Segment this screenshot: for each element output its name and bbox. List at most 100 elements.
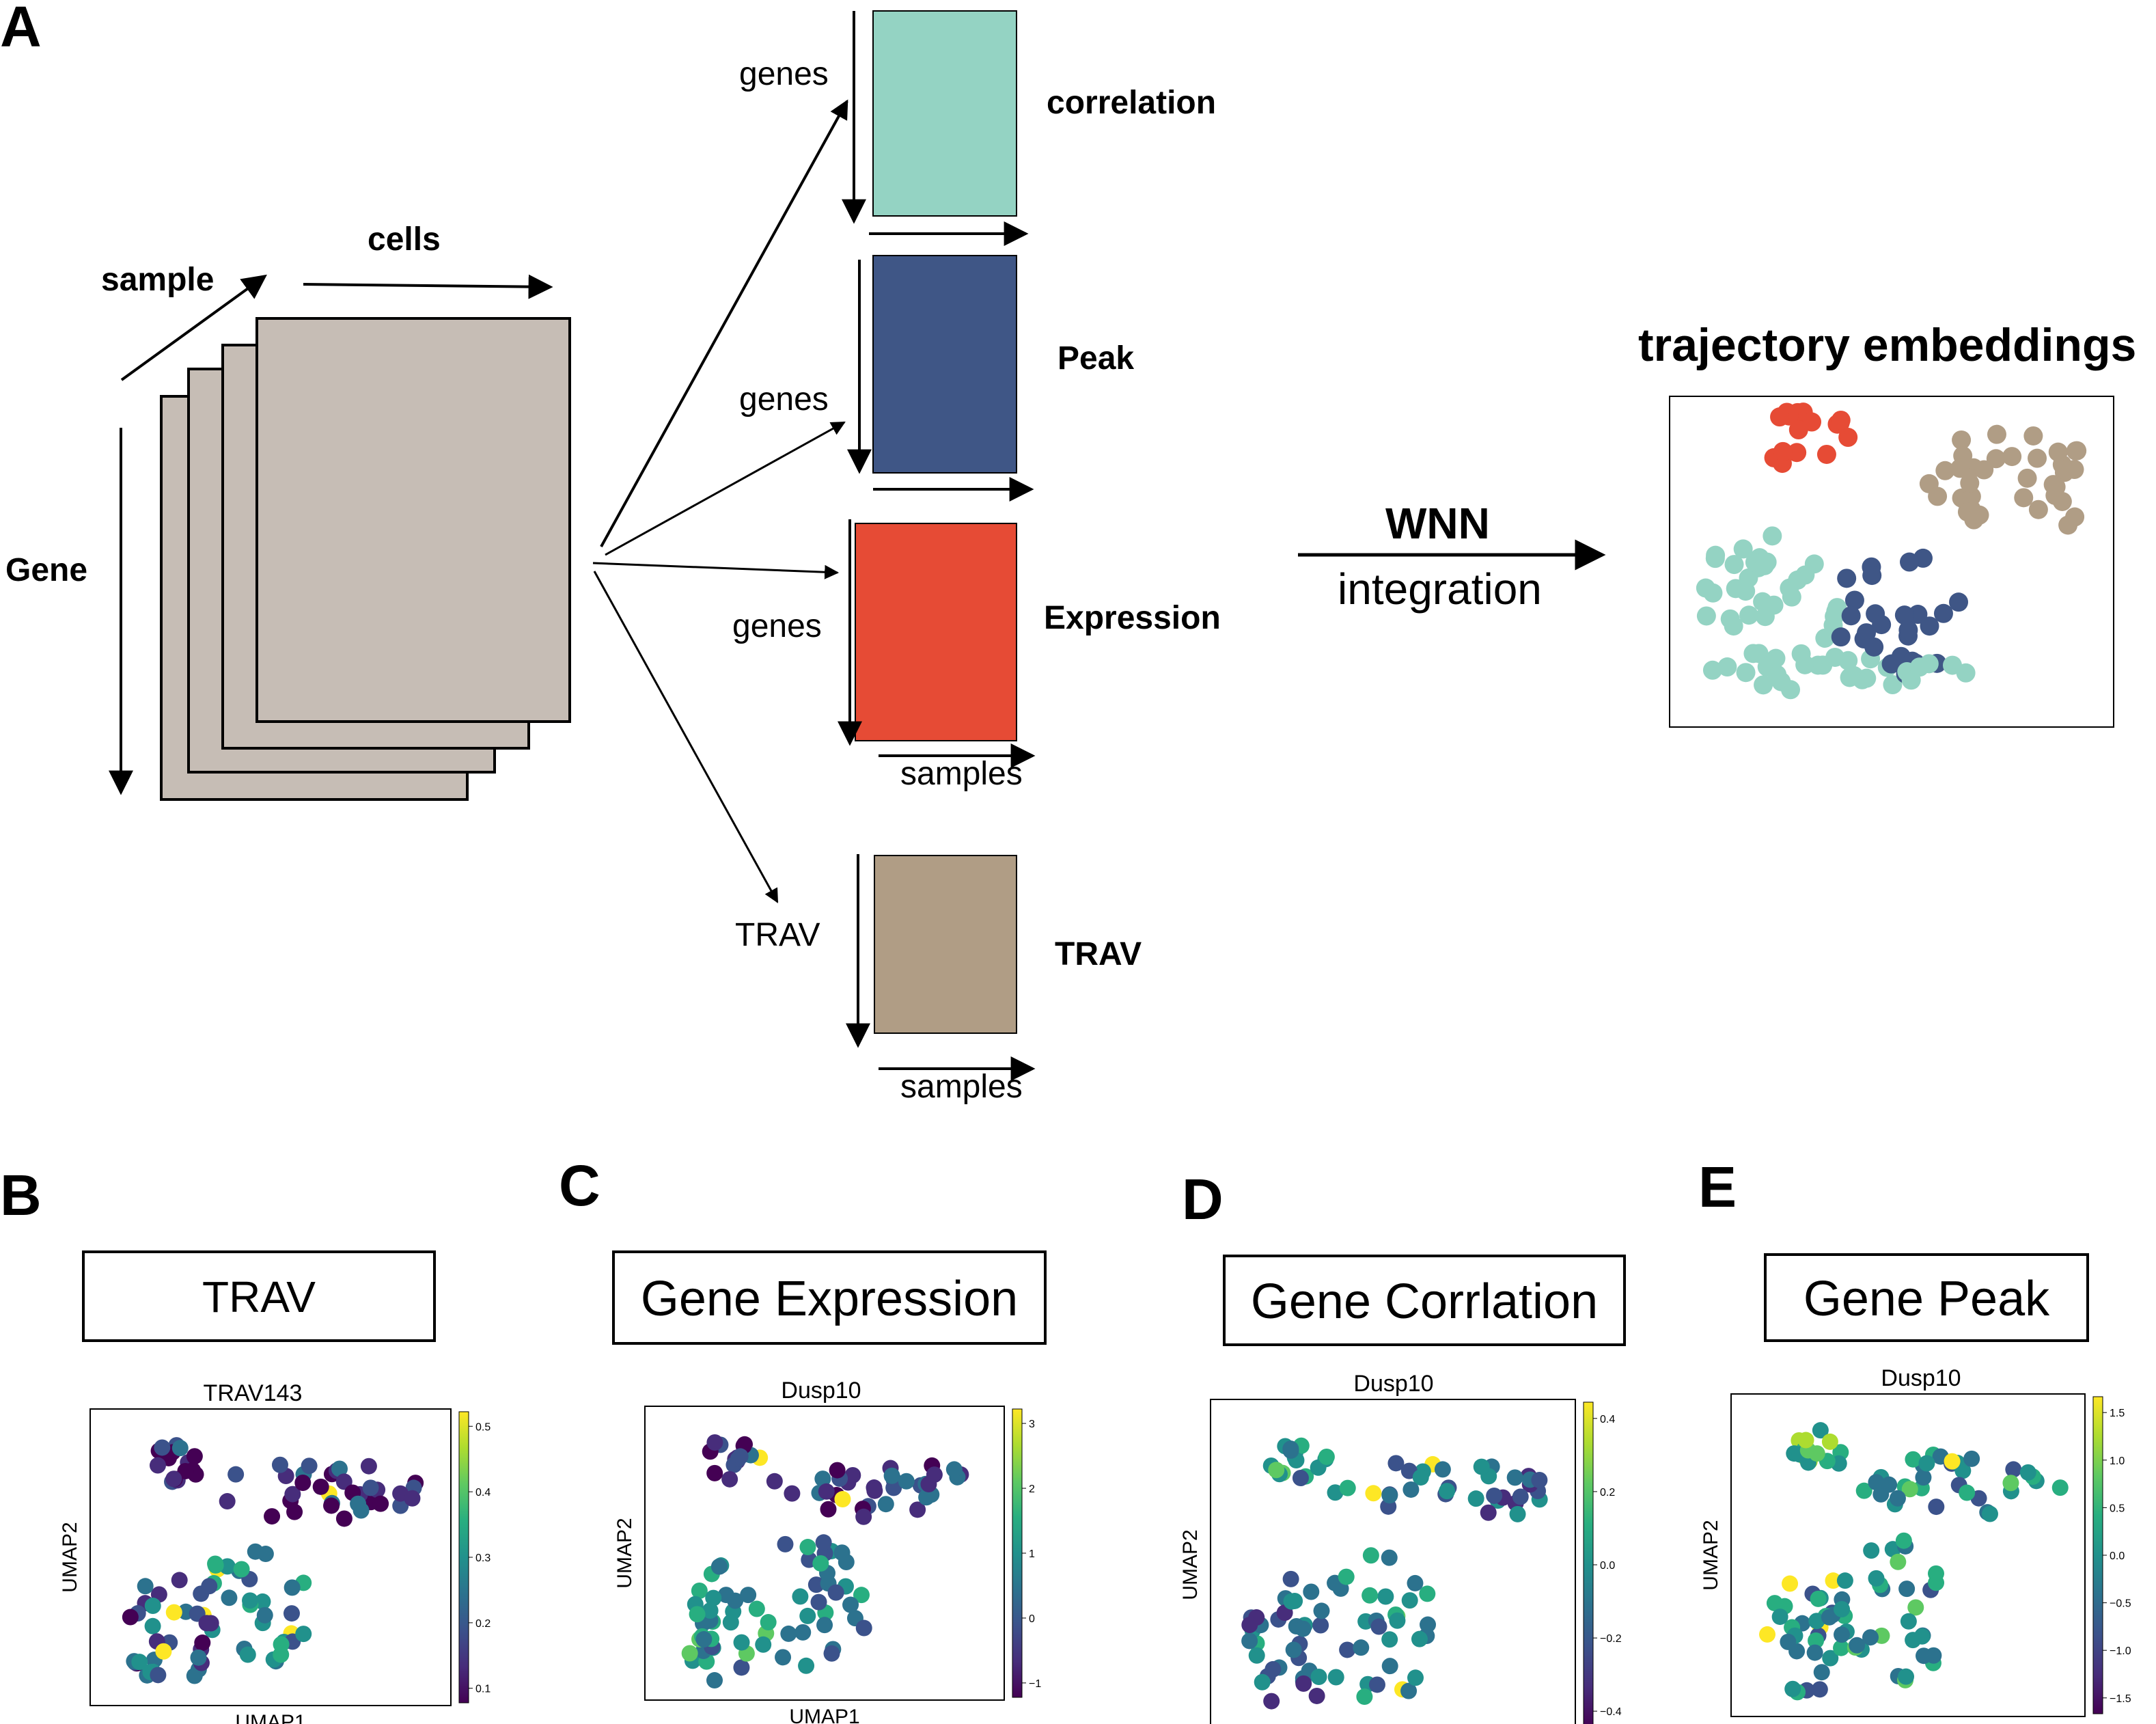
umap-point <box>150 1667 167 1684</box>
peak-row-label: genes <box>739 381 829 418</box>
colorbar-tick-label: 0.0 <box>2110 1550 2125 1562</box>
trajectory-point <box>1864 637 1884 657</box>
colorbar-tick-label: 0.0 <box>1600 1560 1615 1572</box>
umap-point <box>838 1554 855 1571</box>
umap-point <box>1356 1688 1373 1706</box>
trajectory-point <box>1894 605 1914 625</box>
umap-point <box>1531 1471 1548 1488</box>
umap-point <box>792 1588 809 1605</box>
umap-point <box>2051 1479 2069 1496</box>
umap-point <box>1881 1476 1898 1493</box>
trajectory-point <box>2058 515 2078 535</box>
umap-point <box>1808 1613 1825 1630</box>
umap-point <box>1771 1609 1788 1626</box>
trajectory-title: trajectory embeddings <box>1638 319 2136 371</box>
umap-point <box>780 1625 797 1642</box>
umap-point <box>271 1456 288 1473</box>
umap-point <box>926 1466 943 1483</box>
umap-point <box>350 1495 367 1512</box>
panel-letter: D <box>1182 1167 1224 1231</box>
umap-point <box>733 1659 750 1676</box>
umap-point <box>1419 1585 1436 1602</box>
umap-point <box>177 1462 194 1479</box>
umap-point <box>1811 1681 1828 1698</box>
umap-point <box>1303 1583 1320 1600</box>
trajectory-point <box>2014 488 2034 508</box>
umap-point <box>1401 1592 1418 1609</box>
umap-point <box>748 1600 765 1617</box>
trajectory-point <box>1788 420 1808 440</box>
trajectory-point <box>2054 463 2074 482</box>
correlation-block <box>872 10 1017 217</box>
umap-point <box>1467 1490 1484 1507</box>
trajectory-point <box>1986 449 2006 469</box>
umap-point <box>284 1579 301 1596</box>
umap-point <box>239 1646 256 1663</box>
umap-point <box>794 1624 812 1641</box>
trajectory-point <box>1960 473 1980 493</box>
trajectory-point <box>1841 606 1861 626</box>
umap-point <box>242 1592 259 1609</box>
umap-point <box>814 1470 831 1488</box>
colorbar-tick-label: 0.4 <box>475 1487 490 1499</box>
umap-point <box>137 1578 154 1595</box>
umap-point <box>877 1496 894 1513</box>
umap-point <box>1434 1461 1451 1478</box>
trajectory-point <box>1956 663 1976 683</box>
trajectory-point <box>1950 459 1970 478</box>
colorbar-tick-label: −1 <box>1029 1678 1041 1690</box>
umap-point <box>1241 1632 1258 1650</box>
umap-point <box>1822 1650 1839 1667</box>
umap-point <box>1813 1664 1830 1681</box>
umap-point <box>1286 1592 1303 1609</box>
umap-point <box>155 1643 172 1660</box>
wnn-label: WNN <box>1385 499 1490 548</box>
correlation-name: correlation <box>1047 85 1216 121</box>
umap-point <box>829 1462 846 1479</box>
trajectory-point <box>1827 598 1847 618</box>
umap-point <box>1959 1484 1976 1501</box>
umap-point <box>740 1587 757 1604</box>
umap-point <box>853 1587 870 1604</box>
umap-point <box>834 1491 851 1508</box>
panel-title: Gene Expression <box>641 1272 1018 1326</box>
umap-point <box>1849 1637 1866 1654</box>
umap-point <box>2002 1475 2019 1492</box>
umap-point <box>165 1470 182 1488</box>
umap-point <box>233 1561 250 1578</box>
umap-point <box>755 1636 772 1653</box>
umap-point <box>721 1470 738 1488</box>
integration-label: integration <box>1338 564 1542 614</box>
umap-point <box>1292 1470 1309 1487</box>
umap-point <box>1868 1474 1885 1491</box>
umap-point <box>1407 1574 1424 1591</box>
y-axis-label: UMAP2 <box>59 1522 81 1592</box>
umap-point <box>1254 1673 1271 1691</box>
umap-point <box>1310 1669 1327 1686</box>
umap-point <box>362 1479 379 1496</box>
trajectory-point <box>2046 477 2066 497</box>
umap-point <box>1241 1616 1258 1633</box>
umap-point <box>312 1478 329 1495</box>
data-cube <box>160 317 571 801</box>
trav-col-label: samples <box>900 1069 1023 1105</box>
umap-point <box>784 1485 801 1502</box>
umap-point <box>1339 1479 1356 1496</box>
umap-point <box>1900 1613 1917 1630</box>
umap-point <box>122 1609 139 1626</box>
trajectory-point <box>1795 655 1815 674</box>
panel-letter: B <box>0 1163 42 1227</box>
colorbar-tick-label: 0.3 <box>475 1552 490 1564</box>
panel-title: Gene Corrlation <box>1251 1274 1598 1329</box>
umap-point <box>1264 1660 1282 1678</box>
umap-point <box>1365 1485 1382 1502</box>
trajectory-point <box>1724 555 1744 575</box>
peak-block <box>872 255 1017 474</box>
trajectory-point <box>1883 675 1903 695</box>
panel-a: A sample cells Gene genes correlation <box>0 0 2136 1105</box>
umap-point <box>2019 1464 2036 1481</box>
trajectory-point <box>1901 670 1921 690</box>
umap-point <box>1285 1641 1302 1658</box>
expression-name: Expression <box>1044 600 1221 636</box>
umap-point <box>727 1592 744 1609</box>
